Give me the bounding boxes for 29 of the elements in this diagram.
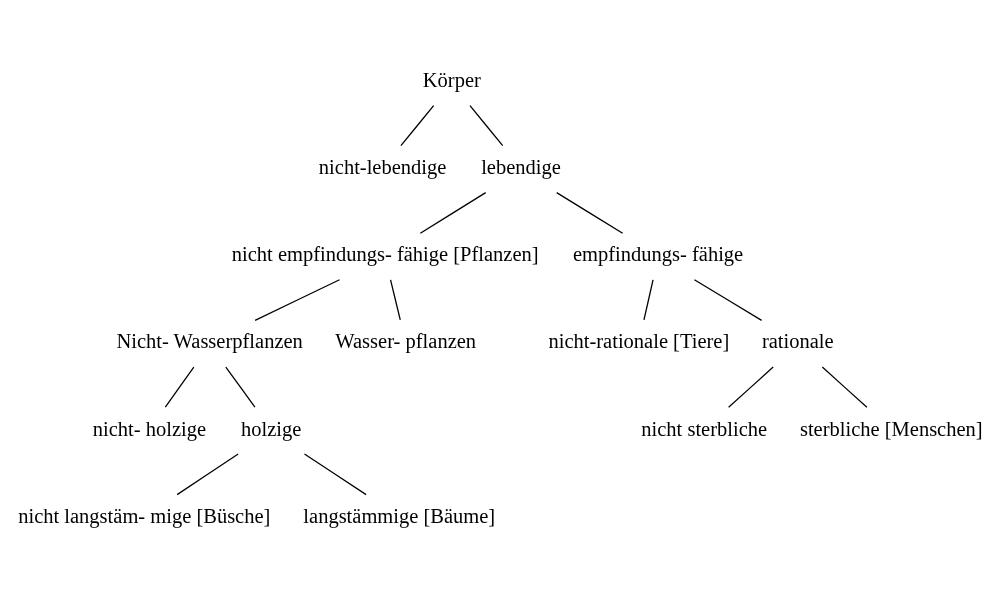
node-text: lebendige [481, 156, 561, 179]
connector [164, 366, 195, 408]
node-text: nicht sterbliche [641, 417, 768, 440]
connector [821, 366, 868, 408]
connector [469, 105, 504, 147]
node-text: nicht langstäm- mige [Büsche] [18, 504, 271, 527]
connector [643, 279, 654, 321]
node-text: sterbliche [Menschen] [799, 417, 983, 440]
connector [254, 279, 341, 322]
node-text: Nicht- Wasserpflanzen [116, 330, 303, 353]
connector [400, 105, 435, 147]
connector [225, 366, 256, 408]
node-text: nicht empfindungs- fähige [Pflanzen] [231, 243, 539, 266]
connector [693, 279, 763, 322]
node-text: rationale [761, 330, 834, 353]
node-text: empfindungs- fähige [572, 243, 744, 266]
connector [389, 279, 401, 321]
node-text: Körper [422, 69, 481, 92]
connector [728, 366, 774, 408]
connector [303, 453, 367, 496]
node-text: nicht-lebendige [318, 156, 447, 179]
node-text: Wasser- pflanzen [335, 330, 477, 353]
node-text: holzige [240, 417, 302, 440]
connector [419, 191, 487, 234]
node-text: nicht- holzige [92, 417, 207, 440]
connector [556, 191, 624, 234]
connector [176, 453, 239, 496]
node-text: nicht-rationale [Tiere] [548, 330, 730, 353]
node-text: langstämmige [Bäume] [303, 504, 496, 527]
